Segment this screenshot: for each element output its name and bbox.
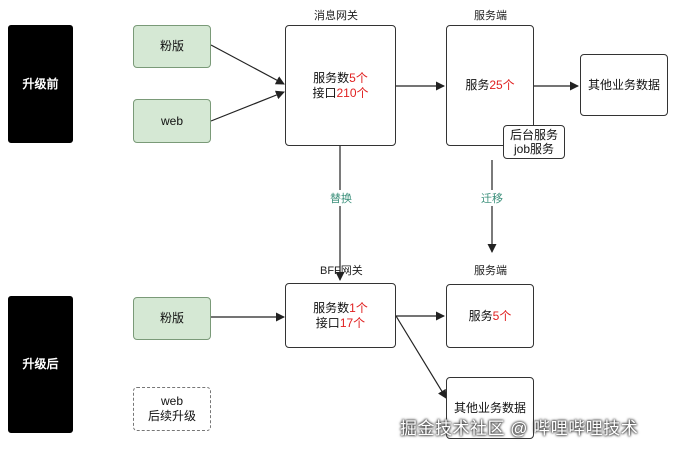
stage-after: 升级后 (8, 296, 73, 433)
bff-services: 服务数1个 (313, 301, 368, 316)
bff-apis-label: 接口 (315, 315, 340, 330)
server-services-after-label: 服务 (468, 308, 493, 323)
web-pending-line2: 后续升级 (147, 409, 196, 423)
server-title-before: 服务端 (474, 10, 507, 22)
gateway-apis-label: 接口 (312, 85, 337, 100)
server-services-before: 服务25个 (465, 78, 514, 93)
gateway-services-label: 服务数 (313, 70, 350, 85)
other-data-before: 其他业务数据 (580, 54, 668, 116)
web-pending-line1: web (160, 394, 183, 408)
web-pending-upgrade: web 后续升级 (133, 387, 211, 431)
other-data-after: 其他业务数据 (446, 377, 534, 439)
arrow-client1-to-gateway (210, 44, 285, 85)
server-services-label: 服务 (465, 78, 490, 92)
gateway-title: 消息网关 (314, 10, 358, 22)
sub-backend-service: 后台服务 (509, 128, 558, 142)
server-title-after: 服务端 (474, 265, 507, 277)
arrow-bff-to-other-data (395, 315, 447, 399)
client-web-before: web (133, 99, 211, 143)
stage-before: 升级前 (8, 25, 73, 143)
client-fen-after: 粉版 (133, 297, 211, 340)
server-services-after: 服务5个 (469, 309, 512, 324)
gateway-services: 服务数5个 (312, 71, 368, 86)
label-migrate: 迁移 (479, 190, 505, 206)
server-services-after-count: 5个 (492, 308, 512, 323)
bff-apis-count: 17个 (339, 315, 366, 330)
gateway-apis: 接口210个 (312, 86, 368, 101)
client-fen-before: 粉版 (133, 25, 211, 68)
server-services-count: 25个 (489, 78, 515, 92)
arrow-client2-to-gateway (210, 90, 285, 122)
watermark: 掘金技术社区 @ 哔哩哔哩技术 (400, 419, 639, 438)
bff-services-label: 服务数 (313, 300, 350, 315)
label-replace: 替换 (328, 190, 354, 206)
gateway-apis-count: 210个 (336, 85, 369, 100)
server-sub-box: 后台服务 job服务 (503, 125, 565, 159)
bff-apis: 接口17个 (313, 316, 368, 331)
bff-title: BFF网关 (320, 265, 363, 277)
sub-job-service: job服务 (513, 142, 554, 156)
gateway-services-count: 5个 (349, 70, 368, 85)
gateway-box: 服务数5个 接口210个 (285, 25, 396, 146)
server-box-after: 服务5个 (446, 284, 534, 348)
bff-services-count: 1个 (349, 300, 368, 315)
bff-box: 服务数1个 接口17个 (285, 283, 396, 348)
